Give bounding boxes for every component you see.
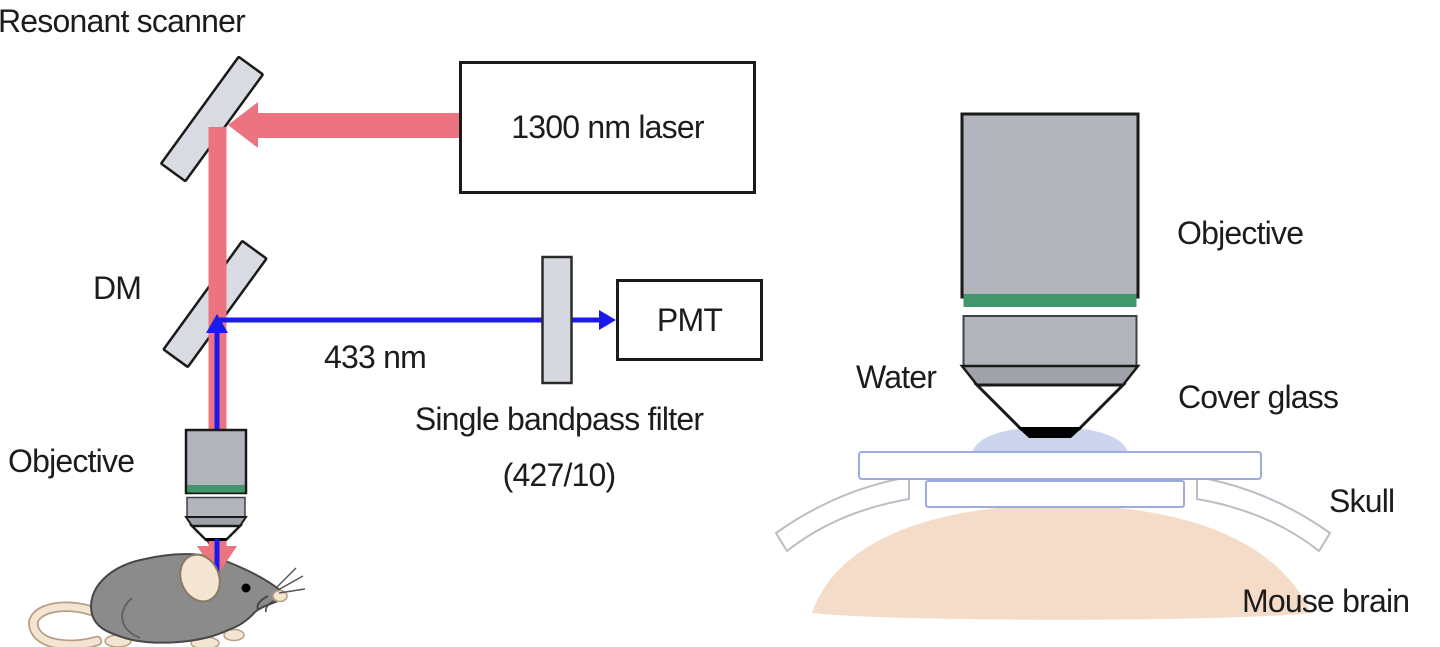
objective-left xyxy=(184,428,248,545)
water-droplet xyxy=(971,427,1129,457)
emission-beam-vertical xyxy=(206,314,228,432)
skull-left xyxy=(774,475,910,553)
pmt-box: PMT xyxy=(616,279,763,361)
laser-box: 1300 nm laser xyxy=(459,61,756,194)
objective-right-label: Objective xyxy=(1177,215,1304,251)
bandpass-filter xyxy=(541,255,573,385)
objective-right xyxy=(959,112,1141,438)
resonant-scanner-label: Resonant scanner xyxy=(0,3,246,39)
mouse-brain-label: Mouse brain xyxy=(1242,583,1410,619)
dichroic-mirror-label: DM xyxy=(93,270,142,306)
water-label: Water xyxy=(856,359,937,395)
cover-glass-label: Cover glass xyxy=(1178,379,1339,415)
excitation-beam-horizontal xyxy=(228,102,460,148)
mouse-eye xyxy=(241,583,251,593)
emission-wavelength-label: 433 nm xyxy=(324,339,427,375)
mouse-brain-shape xyxy=(812,505,1311,620)
excitation-beam-into-brain xyxy=(197,539,237,576)
bandpass-filter-label-line1: Single bandpass filter xyxy=(414,401,704,437)
skull-right xyxy=(1196,475,1332,553)
cover-glass-bottom xyxy=(925,480,1185,508)
skull-label: Skull xyxy=(1329,483,1395,519)
bandpass-filter-label-line2: (427/10) xyxy=(502,457,617,493)
emission-beam-horizontal xyxy=(219,310,616,330)
mouse-ear xyxy=(179,553,221,603)
mouse-illustration xyxy=(28,553,306,647)
excitation-beam-vertical xyxy=(208,127,227,431)
cover-glass-top xyxy=(858,451,1262,480)
objective-left-label: Objective xyxy=(8,443,135,479)
